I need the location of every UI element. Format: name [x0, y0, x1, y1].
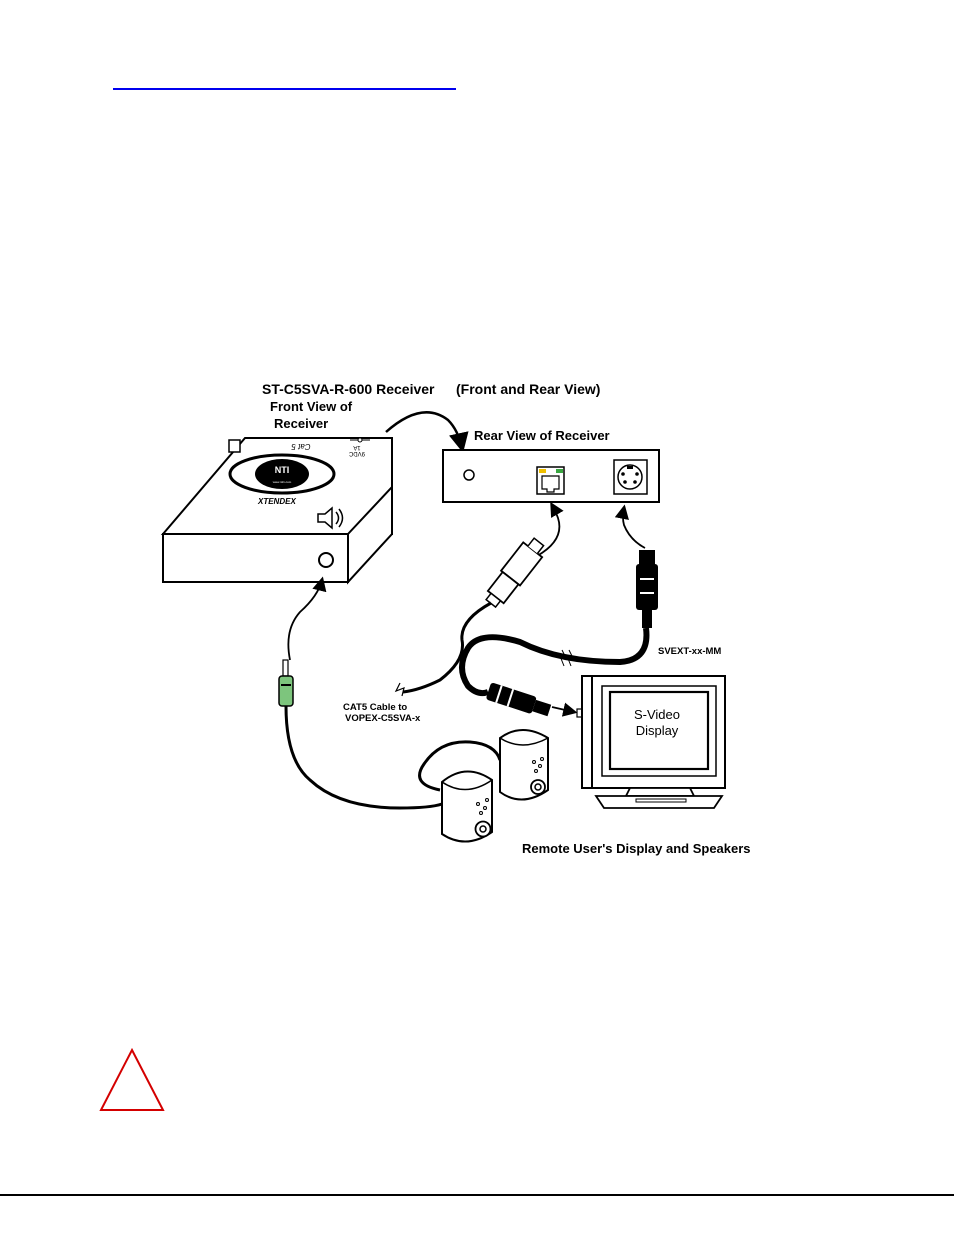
rj45-port	[536, 466, 565, 495]
power-icon	[350, 437, 370, 443]
cat5-cable-label: CAT5 Cable to	[343, 702, 407, 713]
document-link-underline[interactable]	[113, 88, 456, 90]
svideo-port	[613, 459, 648, 495]
cat5-port-label: Cat 5	[291, 442, 311, 451]
audio-jack	[278, 659, 294, 707]
cat5-to-port-arrow	[536, 501, 564, 557]
svideo-connector-top	[636, 550, 658, 628]
audio-cable	[284, 705, 443, 810]
audio-port	[318, 552, 334, 568]
display-label-2: Display	[636, 723, 679, 738]
display-label: S-Video	[634, 707, 680, 722]
port-marking-icon	[228, 439, 241, 453]
speaker-right	[499, 729, 549, 801]
nti-logo: NTI www.nti1.com	[228, 453, 336, 495]
rear-view-label: Rear View of Receiver	[474, 428, 610, 443]
front-view-label-2: Receiver	[274, 416, 328, 431]
speaker-left	[441, 770, 493, 843]
diagram-title: ST-C5SVA-R-600 Receiver	[262, 381, 435, 397]
logo-text: NTI	[275, 465, 290, 475]
cat5-cable	[402, 601, 492, 694]
svideo-connector-bottom	[486, 682, 552, 717]
audio-to-port-arrow	[287, 576, 327, 661]
view-transition-arrow	[385, 411, 469, 453]
speaker-link-cable	[418, 740, 502, 792]
cat5-plug	[485, 537, 545, 609]
svideo-to-display-arrow	[551, 702, 578, 717]
page-footer-rule	[0, 1194, 954, 1196]
diagram-title-note: (Front and Rear View)	[456, 381, 600, 397]
front-view-label: Front View of	[270, 399, 353, 414]
svideo-cable	[459, 627, 650, 697]
cat5-cable-label-2: VOPEX-C5SVA-x	[345, 713, 421, 724]
power-label-2: 1A	[353, 444, 360, 450]
power-label-1: 9VDC	[348, 450, 365, 456]
receiver-rear-view	[442, 449, 660, 503]
svext-label: SVEXT-xx-MM	[658, 646, 721, 657]
audio-port-rear	[463, 469, 475, 481]
logo-subtext: www.nti1.com	[273, 480, 292, 484]
speaker-icon	[317, 506, 344, 530]
svideo-to-port-arrow	[614, 504, 646, 549]
brand-label: XTENDEX	[257, 497, 296, 506]
receiver-front-view: Cat 5 9VDC 1A NTI www.nti1.com XTENDEX	[160, 437, 393, 585]
warning-triangle-icon	[99, 1047, 165, 1111]
remote-user-label: Remote User's Display and Speakers	[522, 841, 751, 856]
svideo-display-monitor: S-Video Display	[576, 675, 726, 809]
